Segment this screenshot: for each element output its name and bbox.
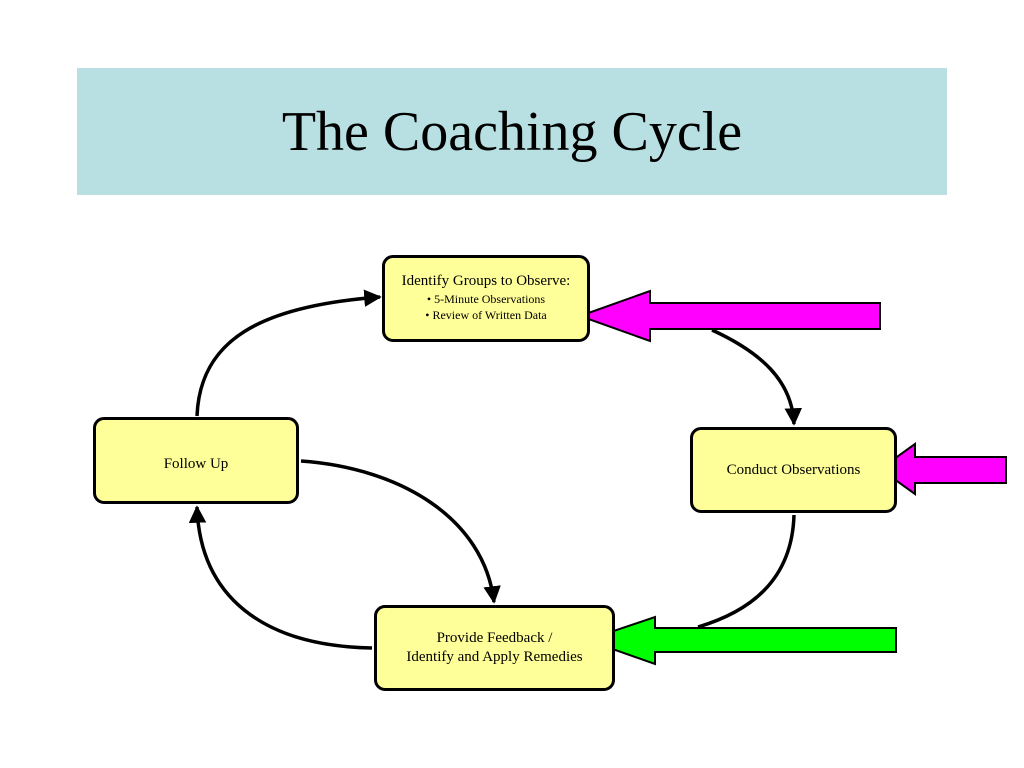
- edge-conduct-to-feedback: [697, 514, 796, 629]
- node-conduct-observations: Conduct Observations: [690, 427, 897, 513]
- slide-title: The Coaching Cycle: [281, 100, 743, 163]
- node-identify-bullet-2: • Review of Written Data: [425, 308, 547, 322]
- edge-identify-to-conduct: [711, 328, 803, 426]
- pointer-arrow-conduct: [878, 442, 1007, 496]
- node-feedback-line-1: Provide Feedback /: [436, 630, 553, 646]
- node-provide-feedback: Provide Feedback / Identify and Apply Re…: [374, 605, 615, 691]
- pointer-arrow-identify: [577, 289, 881, 343]
- title-bar: The Coaching Cycle: [77, 68, 947, 195]
- node-identify-groups: Identify Groups to Observe: • 5-Minute O…: [382, 255, 590, 342]
- pointer-arrow-feedback: [583, 615, 897, 666]
- edge-follow-up-to-identify: [195, 289, 382, 417]
- node-feedback-line-2: Identify and Apply Remedies: [406, 649, 583, 665]
- edge-follow-up-to-feedback: [300, 459, 501, 604]
- node-identify-heading: Identify Groups to Observe:: [401, 273, 571, 289]
- node-identify-bullet-1: • 5-Minute Observations: [426, 292, 546, 306]
- edge-feedback-to-follow-up: [188, 505, 373, 650]
- node-conduct-label: Conduct Observations: [726, 461, 861, 478]
- node-follow-up: Follow Up: [93, 417, 299, 504]
- node-follow-up-label: Follow Up: [163, 456, 229, 472]
